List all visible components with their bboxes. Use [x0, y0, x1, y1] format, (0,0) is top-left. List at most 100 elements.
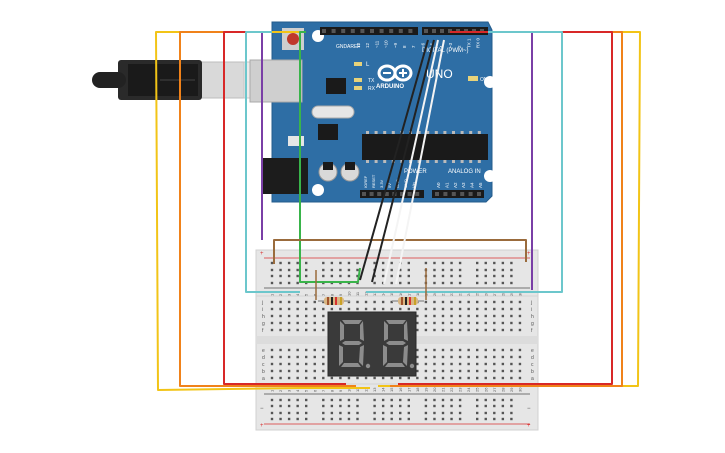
breadboard-hole[interactable]: [279, 281, 282, 285]
breadboard-hole[interactable]: [305, 328, 308, 332]
breadboard-hole[interactable]: [356, 300, 359, 304]
breadboard-hole[interactable]: [450, 268, 453, 272]
breadboard-hole[interactable]: [373, 411, 376, 415]
header-pin[interactable]: [360, 29, 365, 33]
breadboard-hole[interactable]: [296, 369, 299, 373]
breadboard-hole[interactable]: [493, 281, 496, 285]
breadboard-hole[interactable]: [424, 404, 428, 408]
breadboard-hole[interactable]: [322, 348, 325, 352]
breadboard-hole[interactable]: [484, 261, 487, 265]
breadboard-hole[interactable]: [501, 268, 505, 272]
wire-yellow-left[interactable]: [155, 31, 370, 391]
breadboard-hole[interactable]: [296, 362, 299, 366]
breadboard-hole[interactable]: [296, 398, 299, 402]
breadboard-hole[interactable]: [433, 307, 436, 311]
breadboard-hole[interactable]: [399, 268, 402, 272]
breadboard-hole[interactable]: [501, 281, 505, 285]
breadboard-hole[interactable]: [476, 369, 479, 373]
breadboard-hole[interactable]: [493, 355, 496, 359]
breadboard-hole[interactable]: [458, 261, 462, 265]
breadboard-hole[interactable]: [305, 274, 308, 278]
breadboard-hole[interactable]: [279, 376, 282, 380]
breadboard-hole[interactable]: [322, 411, 325, 415]
breadboard-hole[interactable]: [287, 281, 291, 285]
breadboard-hole[interactable]: [399, 376, 402, 380]
breadboard-hole[interactable]: [441, 274, 445, 278]
breadboard-hole[interactable]: [270, 328, 274, 332]
breadboard-hole[interactable]: [501, 362, 505, 366]
breadboard-hole[interactable]: [287, 417, 291, 421]
seven-segment-display[interactable]: [327, 311, 417, 377]
breadboard-hole[interactable]: [270, 314, 274, 318]
breadboard-hole[interactable]: [407, 376, 410, 380]
breadboard-hole[interactable]: [296, 328, 299, 332]
breadboard-hole[interactable]: [296, 281, 299, 285]
breadboard-hole[interactable]: [493, 307, 496, 311]
breadboard-hole[interactable]: [322, 328, 325, 332]
breadboard-hole[interactable]: [305, 348, 308, 352]
breadboard-hole[interactable]: [381, 404, 385, 408]
breadboard-hole[interactable]: [476, 281, 479, 285]
breadboard-hole[interactable]: [373, 281, 376, 285]
breadboard-hole[interactable]: [501, 261, 505, 265]
breadboard-hole[interactable]: [510, 281, 513, 285]
breadboard-hole[interactable]: [518, 376, 522, 380]
breadboard-hole[interactable]: [279, 417, 282, 421]
breadboard-hole[interactable]: [390, 268, 393, 272]
breadboard-hole[interactable]: [467, 376, 470, 380]
breadboard-hole[interactable]: [296, 321, 299, 325]
breadboard-hole[interactable]: [381, 281, 385, 285]
breadboard-hole[interactable]: [399, 404, 402, 408]
breadboard-hole[interactable]: [510, 268, 513, 272]
breadboard-hole[interactable]: [510, 411, 513, 415]
header-pin[interactable]: [369, 192, 374, 196]
breadboard-hole[interactable]: [407, 411, 410, 415]
header-pin[interactable]: [408, 29, 413, 33]
breadboard-hole[interactable]: [450, 307, 453, 311]
header-pin[interactable]: [415, 192, 420, 196]
breadboard-hole[interactable]: [476, 274, 479, 278]
header-pin[interactable]: [443, 192, 448, 196]
breadboard-hole[interactable]: [476, 404, 479, 408]
breadboard-hole[interactable]: [305, 404, 308, 408]
breadboard-hole[interactable]: [510, 300, 513, 304]
breadboard-hole[interactable]: [330, 376, 334, 380]
breadboard-hole[interactable]: [493, 362, 496, 366]
breadboard-hole[interactable]: [356, 307, 359, 311]
resistor-2[interactable]: [392, 297, 424, 305]
breadboard-hole[interactable]: [467, 348, 470, 352]
breadboard-hole[interactable]: [450, 411, 453, 415]
breadboard-hole[interactable]: [458, 307, 462, 311]
breadboard-hole[interactable]: [433, 417, 436, 421]
breadboard-hole[interactable]: [518, 355, 522, 359]
header-pin[interactable]: [384, 192, 389, 196]
breadboard-hole[interactable]: [441, 362, 445, 366]
breadboard-hole[interactable]: [484, 307, 487, 311]
breadboard-hole[interactable]: [407, 261, 410, 265]
breadboard-hole[interactable]: [501, 274, 505, 278]
breadboard-hole[interactable]: [270, 300, 274, 304]
breadboard-hole[interactable]: [458, 411, 462, 415]
breadboard-hole[interactable]: [313, 355, 316, 359]
header-pin[interactable]: [377, 192, 382, 196]
breadboard-hole[interactable]: [484, 376, 487, 380]
breadboard-hole[interactable]: [347, 411, 351, 415]
breadboard-hole[interactable]: [518, 328, 522, 332]
breadboard-hole[interactable]: [330, 307, 334, 311]
breadboard-hole[interactable]: [441, 355, 445, 359]
breadboard-hole[interactable]: [424, 314, 428, 318]
breadboard-hole[interactable]: [322, 398, 325, 402]
breadboard-hole[interactable]: [424, 362, 428, 366]
breadboard-hole[interactable]: [279, 404, 282, 408]
breadboard-hole[interactable]: [287, 348, 291, 352]
breadboard-hole[interactable]: [347, 307, 351, 311]
breadboard-hole[interactable]: [322, 307, 325, 311]
breadboard-hole[interactable]: [305, 307, 308, 311]
breadboard-hole[interactable]: [518, 314, 522, 318]
breadboard-hole[interactable]: [356, 261, 359, 265]
breadboard-hole[interactable]: [381, 417, 385, 421]
breadboard-hole[interactable]: [484, 355, 487, 359]
breadboard-hole[interactable]: [330, 417, 334, 421]
breadboard-hole[interactable]: [407, 417, 410, 421]
breadboard-hole[interactable]: [476, 411, 479, 415]
